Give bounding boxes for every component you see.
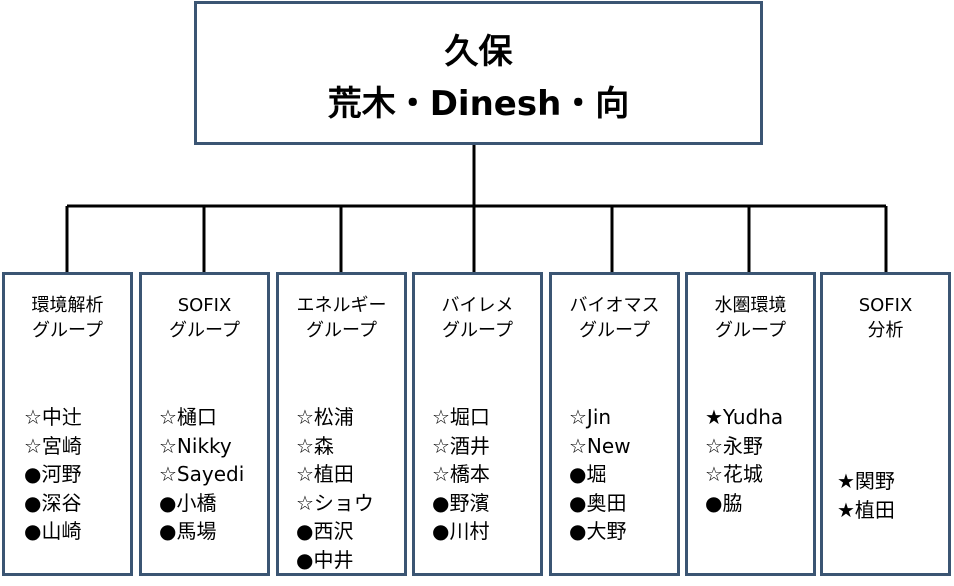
member-item: ☆橋本 bbox=[432, 462, 490, 486]
group-title-line1: エネルギー bbox=[296, 295, 387, 316]
group-title-line1: SOFIX bbox=[177, 295, 232, 316]
group-box-sofix: SOFIX グループ ☆樋口 ☆Nikky ☆Sayedi ●小橋 ●馬場 bbox=[139, 272, 270, 576]
member-item: ☆樋口 bbox=[159, 405, 217, 429]
group-title-line2: グループ bbox=[715, 320, 786, 341]
group-title: 水圏環境 グループ bbox=[688, 293, 813, 343]
member-item: ☆Jin bbox=[569, 405, 612, 429]
member-item: ☆酒井 bbox=[432, 433, 490, 458]
group-box-environment-analysis: 環境解析 グループ ☆中辻 ☆宮崎 ●河野 ●深谷 ●山崎 bbox=[2, 272, 133, 576]
member-list: ★Yudha ☆永野 ☆花城 ●脇 bbox=[688, 403, 813, 517]
member-item: ☆中辻 bbox=[24, 405, 82, 429]
group-box-energy: エネルギー グループ ☆松浦 ☆森 ☆植田 ☆ショウ ●西沢 ●中井 bbox=[276, 272, 407, 576]
member-item: ●馬場 bbox=[159, 519, 217, 543]
member-item: ★植田 bbox=[837, 497, 895, 522]
group-title: 環境解析 グループ bbox=[5, 293, 130, 343]
member-item: ●奥田 bbox=[569, 490, 627, 515]
group-box-bioremediation: バイレメ グループ ☆堀口 ☆酒井 ☆橋本 ●野濱 ●川村 bbox=[412, 272, 543, 576]
member-item: ☆Sayedi bbox=[159, 462, 245, 486]
member-item: ●山崎 bbox=[24, 519, 82, 543]
member-list: ☆Jin ☆New ●堀 ●奥田 ●大野 bbox=[552, 403, 677, 546]
member-item: ●小橋 bbox=[159, 490, 217, 515]
group-title-line2: 分析 bbox=[867, 320, 904, 341]
group-title-line1: バイレメ bbox=[441, 295, 514, 316]
member-item: ●大野 bbox=[569, 519, 627, 543]
group-title-line1: 水圏環境 bbox=[714, 295, 787, 316]
member-item: ●河野 bbox=[24, 462, 82, 486]
group-title-line1: SOFIX bbox=[858, 295, 913, 316]
member-item: ★Yudha bbox=[705, 405, 784, 429]
group-box-aquatic-environment: 水圏環境 グループ ★Yudha ☆永野 ☆花城 ●脇 bbox=[685, 272, 816, 576]
member-item: ☆ショウ bbox=[296, 490, 374, 515]
member-item: ☆宮崎 bbox=[24, 433, 82, 458]
group-title-line2: グループ bbox=[32, 320, 103, 341]
member-item: ●川村 bbox=[432, 519, 490, 543]
member-item: ●堀 bbox=[569, 462, 607, 486]
member-item: ☆植田 bbox=[296, 462, 354, 486]
group-title-line1: 環境解析 bbox=[31, 295, 104, 316]
member-item: ☆Nikky bbox=[159, 433, 232, 458]
member-item: ☆New bbox=[569, 433, 631, 458]
group-title-line2: グループ bbox=[169, 320, 240, 341]
group-box-sofix-analysis: SOFIX 分析 ★関野 ★植田 bbox=[820, 272, 951, 576]
group-title-line2: グループ bbox=[579, 320, 650, 341]
member-item: ●脇 bbox=[705, 490, 743, 515]
group-title-line1: バイオマス bbox=[569, 295, 660, 316]
member-list: ☆松浦 ☆森 ☆植田 ☆ショウ ●西沢 ●中井 bbox=[279, 403, 404, 574]
member-item: ☆松浦 bbox=[296, 405, 354, 429]
member-item: ★関野 bbox=[837, 469, 895, 493]
group-title: バイオマス グループ bbox=[552, 293, 677, 343]
leader-name: 久保 bbox=[444, 32, 513, 72]
member-item: ●西沢 bbox=[296, 519, 354, 543]
group-title-line2: グループ bbox=[306, 320, 377, 341]
group-box-biomass: バイオマス グループ ☆Jin ☆New ●堀 ●奥田 ●大野 bbox=[549, 272, 680, 576]
member-item: ☆永野 bbox=[705, 433, 763, 458]
member-list: ★関野 ★植田 bbox=[823, 467, 948, 524]
member-item: ☆堀口 bbox=[432, 405, 490, 429]
group-title: バイレメ グループ bbox=[415, 293, 540, 343]
member-item: ●中井 bbox=[296, 547, 354, 572]
group-title: エネルギー グループ bbox=[279, 293, 404, 343]
group-title-line2: グループ bbox=[442, 320, 513, 341]
member-list: ☆中辻 ☆宮崎 ●河野 ●深谷 ●山崎 bbox=[5, 403, 130, 546]
member-item: ●野濱 bbox=[432, 490, 490, 515]
member-list: ☆堀口 ☆酒井 ☆橋本 ●野濱 ●川村 bbox=[415, 403, 540, 546]
member-item: ☆花城 bbox=[705, 462, 763, 486]
leadership-box: 久保 荒木・Dinesh・向 bbox=[194, 1, 763, 145]
co-leader-names: 荒木・Dinesh・向 bbox=[327, 84, 630, 124]
group-title: SOFIX グループ bbox=[142, 293, 267, 343]
member-item: ●深谷 bbox=[24, 490, 82, 515]
member-item: ☆森 bbox=[296, 433, 334, 458]
group-title: SOFIX 分析 bbox=[823, 293, 948, 343]
member-list: ☆樋口 ☆Nikky ☆Sayedi ●小橋 ●馬場 bbox=[142, 403, 267, 546]
